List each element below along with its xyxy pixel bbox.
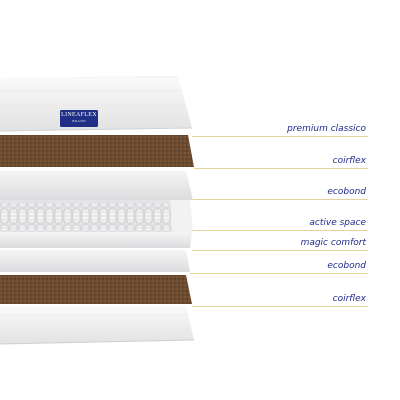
brand-badge-label: LINEAFLEX BRAND <box>60 111 98 124</box>
layer-label-ecobond-top: ecobond <box>327 187 366 197</box>
layer-label-active-space: active space <box>309 218 366 228</box>
layer-active-space <box>0 200 193 232</box>
leader-line <box>193 230 368 231</box>
leader-line <box>192 306 368 307</box>
layer-ecobond-top <box>0 171 193 200</box>
layer-label-coirflex-top: coirflex <box>332 156 366 166</box>
layer-label-ecobond-bottom: ecobond <box>327 261 366 271</box>
layer-magic-comfort <box>0 232 192 248</box>
layer-bottom-cover <box>0 306 195 345</box>
leader-line <box>193 199 368 200</box>
brand-badge <box>60 110 98 127</box>
leader-line <box>192 136 368 137</box>
layer-premium-classico <box>0 76 193 132</box>
layer-ecobond-bottom <box>0 250 190 272</box>
layer-label-coirflex-bottom: coirflex <box>332 294 366 304</box>
leader-line <box>190 273 368 274</box>
leader-line <box>194 168 368 169</box>
layer-label-magic-comfort: magic comfort <box>300 238 366 248</box>
layer-label-premium-classico: premium classico <box>287 124 366 134</box>
layer-coirflex-top <box>0 135 194 167</box>
brand-sub: BRAND <box>72 119 86 123</box>
layer-coirflex-bottom <box>0 275 192 304</box>
leader-line <box>192 250 368 251</box>
brand-name: LINEAFLEX <box>61 112 97 118</box>
